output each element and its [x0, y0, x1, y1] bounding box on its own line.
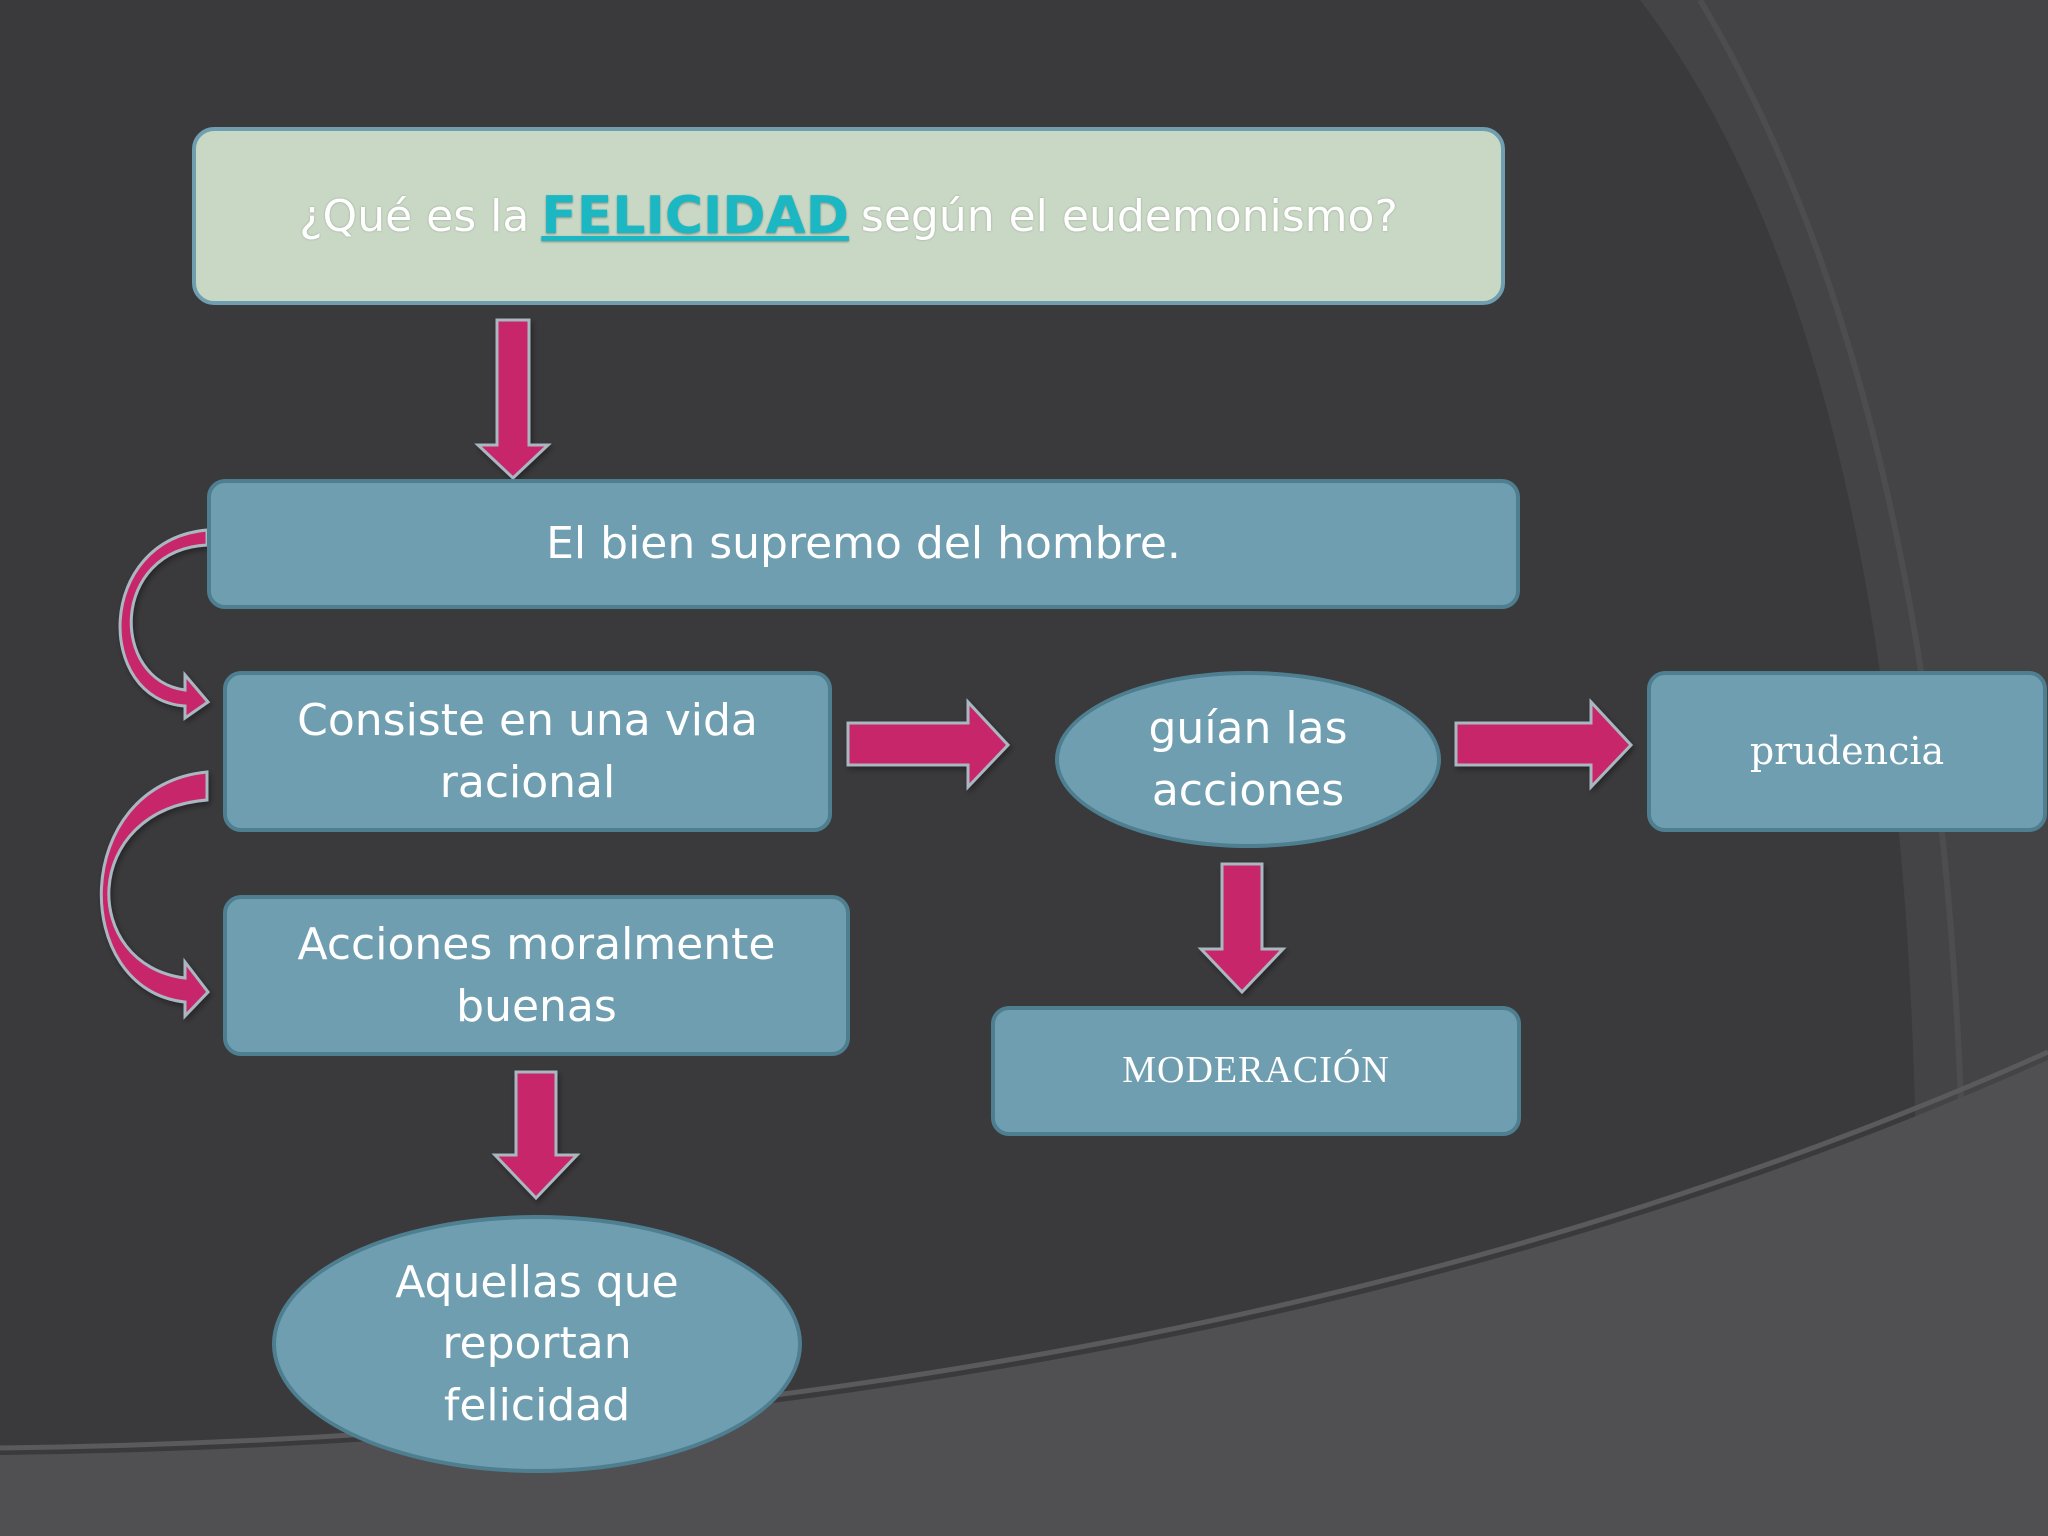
- node-guian-acciones: guían las acciones: [1055, 671, 1441, 848]
- title-prefix: ¿Qué es la: [299, 190, 530, 242]
- node-guian-acciones-label: guían las acciones: [1148, 702, 1348, 816]
- node-bien-supremo-label: El bien supremo del hombre.: [546, 518, 1181, 570]
- title-box: ¿Qué es la FELICIDAD según el eudemonism…: [192, 127, 1505, 305]
- node-acciones-buenas: Acciones moralmente buenas: [223, 895, 850, 1056]
- node-prudencia-label: prudencia: [1749, 728, 1945, 773]
- node-moderacion: MODERACIÓN: [991, 1006, 1521, 1136]
- node-moderacion-label: MODERACIÓN: [1122, 1049, 1390, 1092]
- title-emphasis: FELICIDAD: [541, 186, 849, 246]
- node-vida-racional-label: Consiste en una vida racional: [297, 694, 758, 808]
- node-acciones-buenas-label: Acciones moralmente buenas: [297, 918, 776, 1032]
- node-vida-racional: Consiste en una vida racional: [223, 671, 832, 832]
- node-reportan-felicidad-label: Aquellas que reportan felicidad: [395, 1256, 679, 1431]
- title-suffix: según el eudemonismo?: [860, 190, 1398, 242]
- node-prudencia: prudencia: [1647, 671, 2047, 832]
- node-bien-supremo: El bien supremo del hombre.: [207, 479, 1520, 609]
- node-reportan-felicidad: Aquellas que reportan felicidad: [272, 1215, 802, 1473]
